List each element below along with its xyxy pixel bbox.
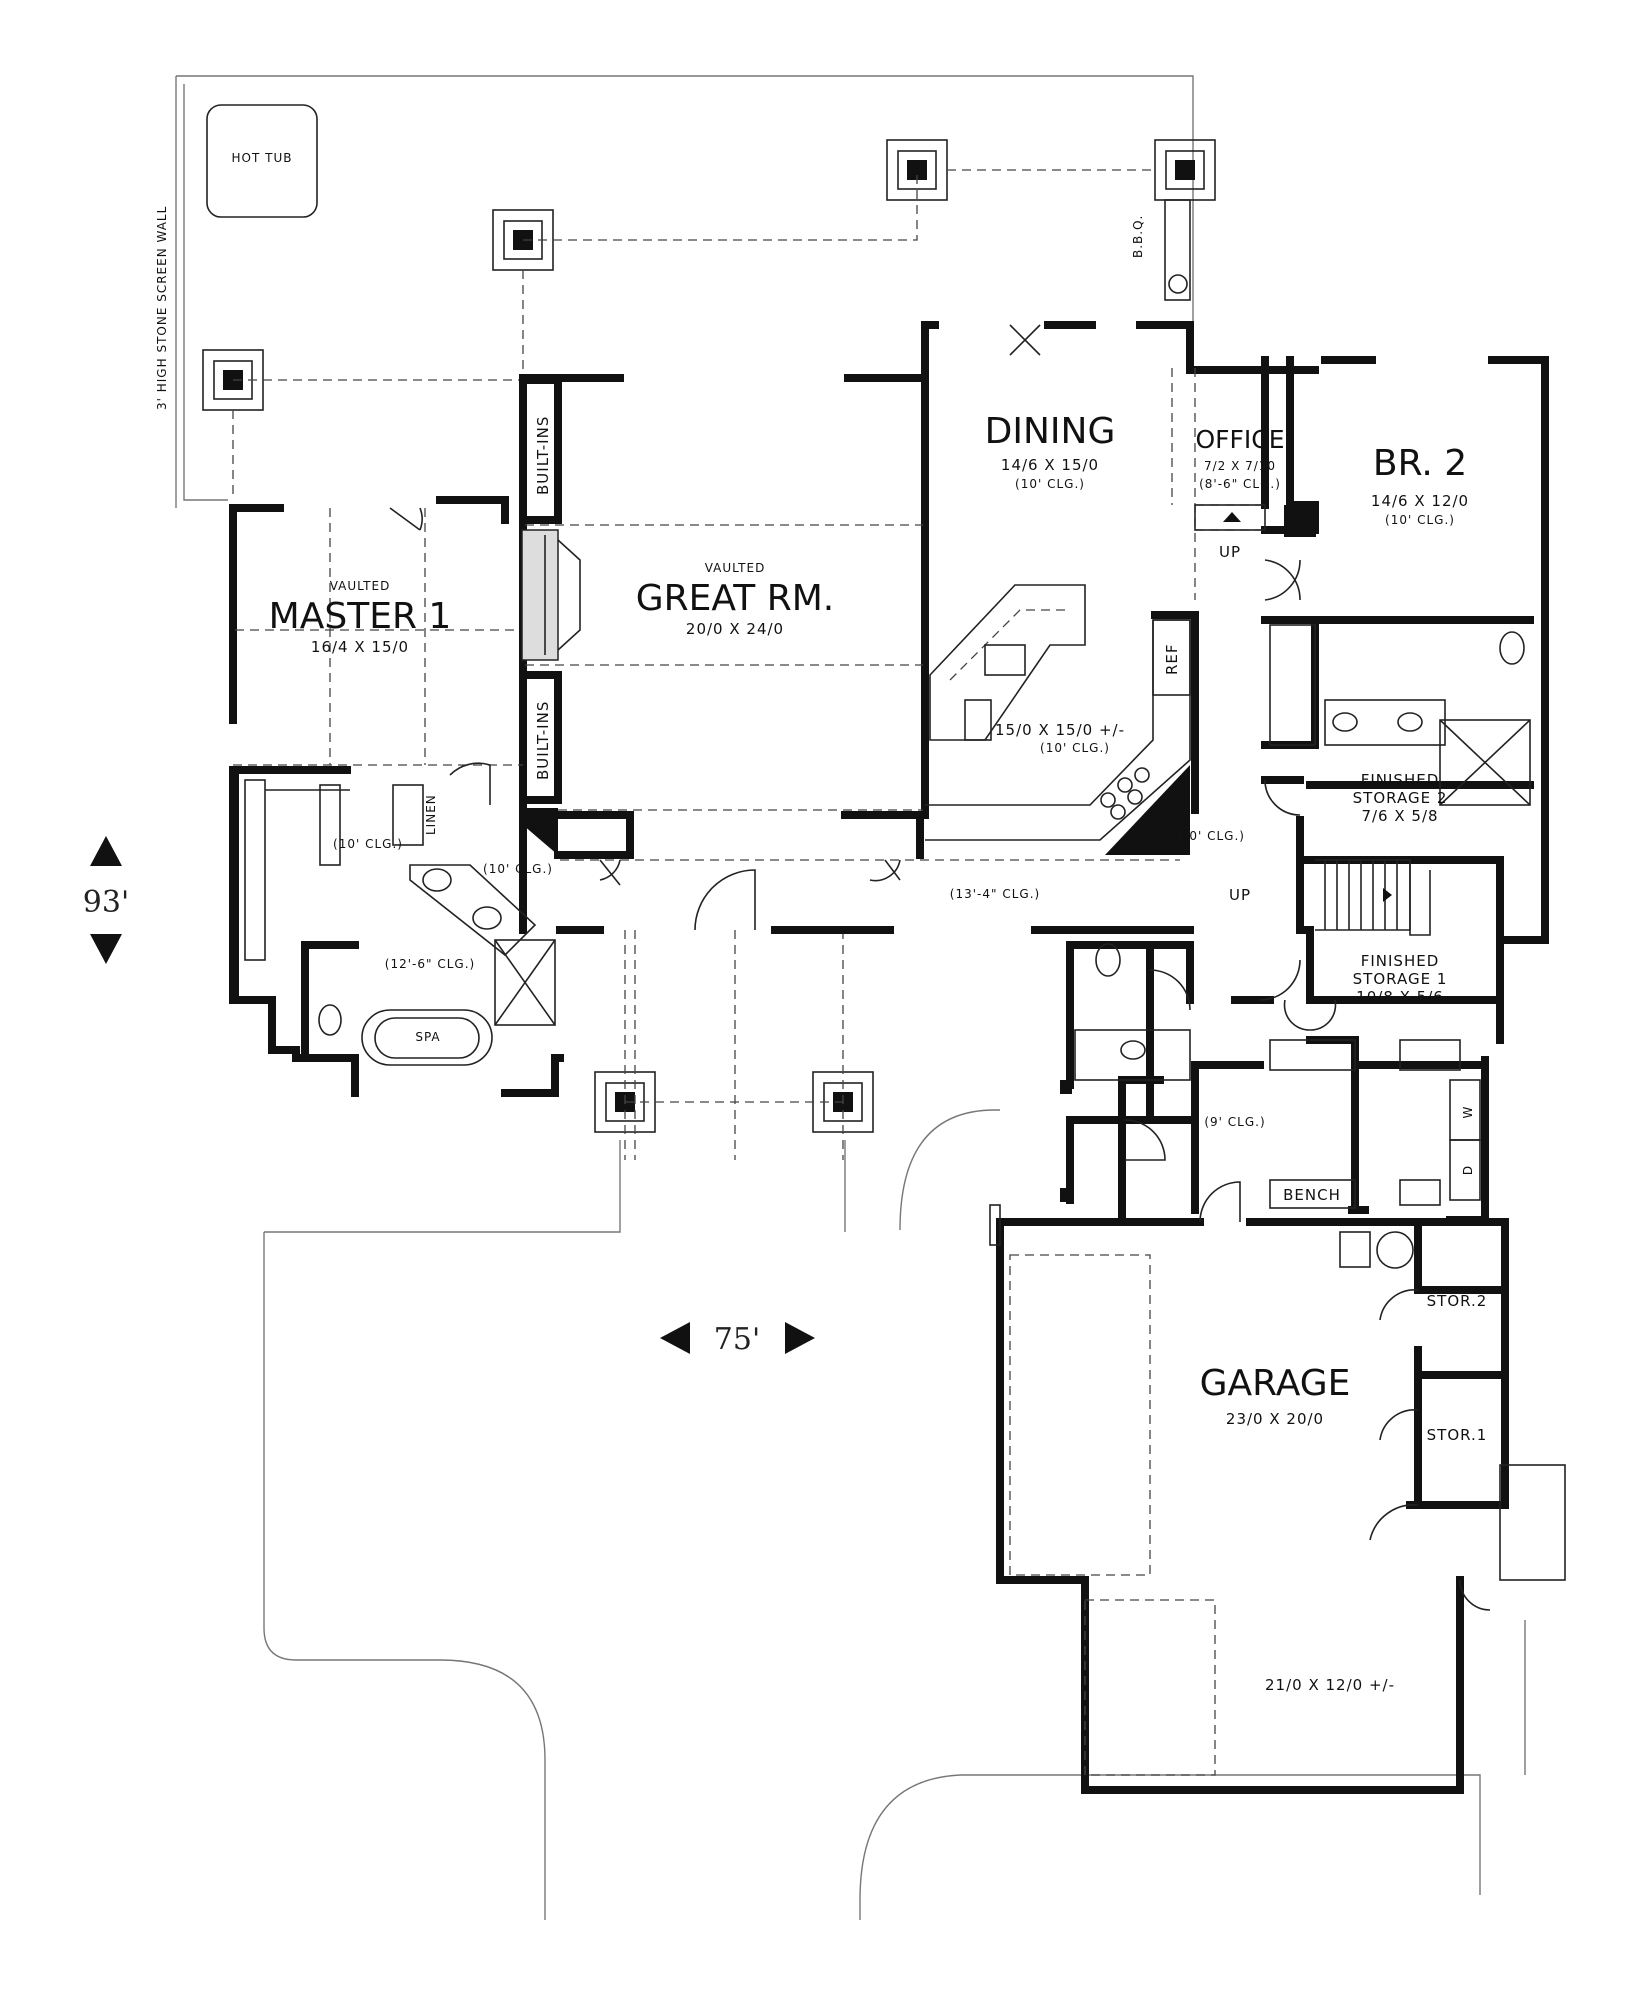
great-vaulted-note: VAULTED [705,561,766,575]
powder-room [1074,943,1191,1081]
built-ins-bottom-label: BUILT-INS [534,701,552,780]
br2-vanity [1324,699,1446,746]
br2-shower [1439,719,1531,806]
office-clg: (8'-6" CLG.) [1199,477,1281,491]
cooktop-icon [1100,767,1150,820]
depth-label: 93' [83,885,129,920]
office-dims: 7/2 X 7/10 [1204,459,1276,473]
ceiling-lines [233,368,1265,1160]
br2-closet [1269,624,1316,746]
toilet-br2 [1499,631,1525,665]
shower [494,939,556,1026]
master-dims: 16/4 X 15/0 [311,638,409,656]
beams [232,169,1155,1160]
kitchen-counter [925,619,1191,841]
linen-label: LINEN [424,794,438,835]
toilet-powder [1095,943,1121,977]
bench-label: BENCH [1283,1186,1341,1204]
clg-bath-hall-label: (10' CLG.) [483,862,553,876]
screen-wall-label: 3' HIGH STONE SCREEN WALL [155,206,169,410]
master-name: MASTER 1 [269,596,452,637]
doors [389,324,1491,1611]
storage1-dims: 10/8 X 5/6 [1356,988,1444,1006]
hot-tub [206,104,318,218]
right-arrow-icon [785,1322,815,1354]
mudroom [1269,1039,1481,1209]
bench [1269,1179,1356,1209]
refrigerator [1152,619,1191,696]
garage-dims: 23/0 X 20/0 [1226,1410,1324,1428]
spa-tub [361,1009,493,1066]
storage2-line1: FINISHED [1361,771,1440,789]
dryer [1449,1139,1481,1201]
washer-label: W [1461,1106,1475,1119]
width-label: 75' [714,1322,760,1357]
garage-ext-dims: 21/0 X 12/0 +/- [1265,1676,1395,1694]
linen-closet [392,784,424,846]
dryer-label: D [1461,1165,1475,1175]
width-dimension: 75' [660,1322,815,1357]
site-lines [175,75,1526,1920]
dining-clg: (10' CLG.) [1015,477,1085,491]
stor2-name: STOR.2 [1427,1292,1488,1310]
storage1-line2: STORAGE 1 [1353,970,1448,988]
toilet-master [318,1004,342,1036]
dining-name: DINING [985,411,1116,452]
kitchen-dims: 15/0 X 15/0 +/- [995,721,1125,739]
br2-dims: 14/6 X 12/0 [1371,492,1469,510]
garage-name: GARAGE [1200,1363,1351,1404]
great-name: GREAT RM. [636,578,834,619]
dining-dims: 14/6 X 15/0 [1001,456,1099,474]
storage2-line2: STORAGE 2 [1353,789,1448,807]
clg-closet-label: (10' CLG.) [333,837,403,851]
up-stair-label: UP [1229,886,1251,904]
stair [1315,859,1431,936]
bbq-counter [1164,199,1191,301]
stor1-name: STOR.1 [1427,1426,1488,1444]
garage-stoop [1499,1464,1566,1581]
spa-label: SPA [415,1030,440,1044]
master-vaulted-note: VAULTED [330,579,391,593]
bbq-label: B.B.Q. [1131,215,1145,258]
hot-tub-label: HOT TUB [232,151,293,165]
kitchen-island [929,584,1086,741]
kitchen-clg: (10' CLG.) [1040,741,1110,755]
storage2-dims: 7/6 X 5/8 [1361,807,1438,825]
ref-label: REF [1163,643,1181,675]
master-closet [244,779,424,961]
master-bath [318,864,556,1066]
depth-dimension: 93' [83,836,129,964]
br2-clg: (10' CLG.) [1385,513,1455,527]
wall-blocks [523,505,1316,1202]
great-dims: 20/0 X 24/0 [686,620,784,638]
br2-name: BR. 2 [1373,443,1467,484]
garage-details [989,1204,1566,1776]
clg-kitchen-hall-label: (10' CLG.) [1175,829,1245,843]
office-name: OFFICE [1195,425,1284,454]
left-arrow-icon [660,1322,690,1354]
water-heater-icon [1339,1231,1371,1268]
down-arrow-icon [90,934,122,964]
br2-bath [1269,624,1531,806]
up-arrow-icon [90,836,122,866]
storage1-line1: FINISHED [1361,952,1440,970]
water-tank-icon [1376,1231,1414,1269]
office-steps [1194,504,1266,531]
built-ins-top-label: BUILT-INS [534,416,552,495]
clg-mud-label: (9' CLG.) [1204,1115,1265,1129]
bbq-grill-icon [1168,274,1188,294]
fireplace [521,529,581,661]
up-office-label: UP [1219,543,1241,561]
clg-bath-label: (12'-6" CLG.) [385,957,475,971]
clg-hall-label: (13'-4" CLG.) [950,887,1040,901]
